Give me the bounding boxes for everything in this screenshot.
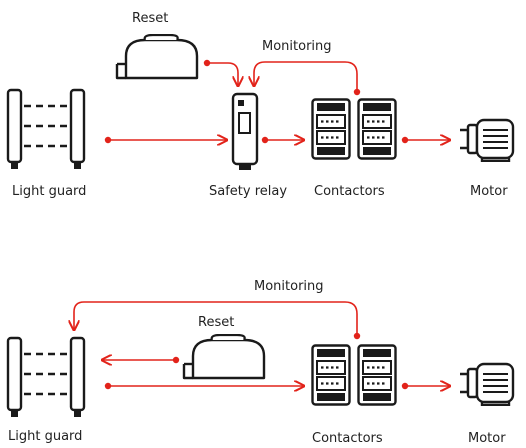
contactor-icon	[357, 98, 397, 160]
bottom-motor-label: Motor	[468, 431, 506, 446]
top-signal-lines	[104, 59, 450, 143]
top-motor-label: Motor	[470, 184, 508, 199]
top-contactors-label: Contactors	[314, 184, 385, 199]
top-light-guard-label: Light guard	[12, 184, 86, 199]
light-guard-icon	[6, 336, 86, 419]
bottom-contactors-label: Contactors	[312, 431, 383, 446]
bottom-signal-lines	[74, 301, 450, 389]
top-monitoring-label: Monitoring	[262, 39, 332, 54]
top-safety-relay-label: Safety relay	[209, 184, 287, 199]
bottom-monitoring-label: Monitoring	[254, 279, 324, 294]
bottom-reset-label: Reset	[198, 315, 234, 330]
motor-icon	[458, 362, 515, 406]
bottom-diagram: Monitoring Reset Light guard Contactors …	[6, 279, 515, 446]
reset-button-icon	[182, 334, 266, 380]
reset-button-icon	[115, 34, 199, 80]
motor-icon	[458, 118, 515, 162]
light-guard-icon	[6, 88, 86, 171]
contactor-icon	[357, 344, 397, 406]
safety-relay-icon	[231, 92, 259, 170]
contactor-icon	[311, 98, 351, 160]
top-diagram: Reset Monitoring Light guard Safety rela…	[6, 11, 515, 199]
top-reset-label: Reset	[132, 11, 168, 26]
bottom-light-guard-label: Light guard	[8, 429, 82, 444]
contactor-icon	[311, 344, 351, 406]
